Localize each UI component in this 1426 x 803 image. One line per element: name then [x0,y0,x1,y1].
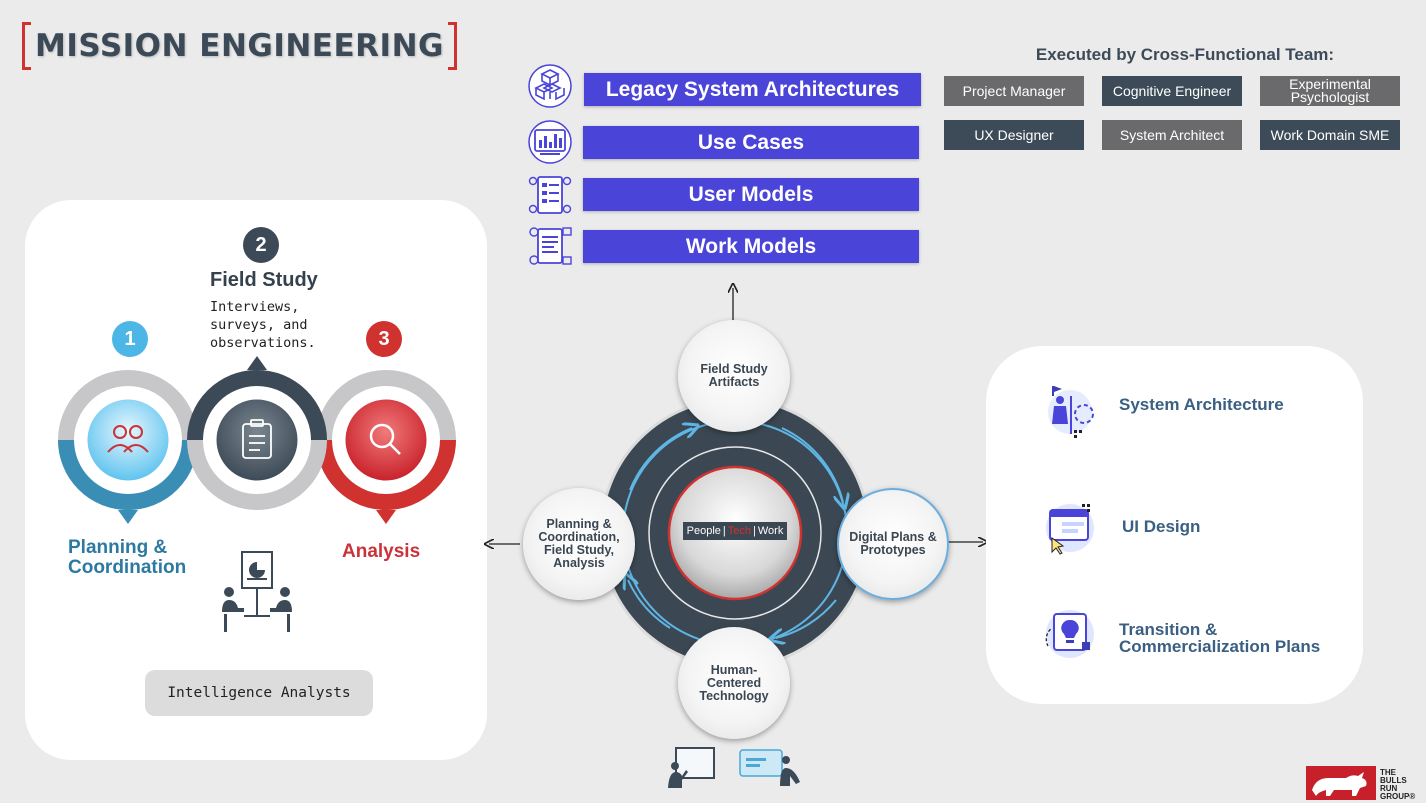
stacked-cubes-icon [528,64,572,108]
role-project-manager: Project Manager [944,76,1084,106]
artifact-work-models: Work Models [583,230,919,263]
architecture-figure-icon [1048,386,1094,438]
step-2-description: Interviews, surveys, and observations. [210,299,316,351]
team-title: Executed by Cross-Functional Team: [1035,45,1335,64]
person-display-icon [739,749,800,786]
role-ux-designer: UX Designer [944,120,1084,150]
bull-logo-icon [1306,766,1376,800]
clipboard-icon [242,419,272,459]
artifact-legacy-system-architectures: Legacy System Architectures [584,73,921,106]
role-experimental-psychologist: Experimental Psychologist [1260,76,1400,106]
title-right-bracket [447,22,457,70]
cycle-node-field-study-artifacts: Field Study Artifacts [678,320,790,432]
title-block: MISSION ENGINEERING [22,22,457,70]
lightbulb-icon [1045,610,1094,658]
step-1-badge: 1 [112,321,148,357]
user-document-icon [528,176,572,214]
person-touchscreen-icon [668,747,715,788]
output-ui-design: UI Design [1122,517,1201,536]
artifact-use-cases: Use Cases [583,126,919,159]
center-separator: | [722,525,726,537]
title-left-bracket [22,22,31,70]
dashboard-monitor-icon [528,120,572,164]
step-2-label: Field Study [210,269,318,291]
output-transition-commercialization: Transition & Commercialization Plans [1119,620,1321,656]
role-cognitive-engineer: Cognitive Engineer [1102,76,1242,106]
role-system-architect: System Architect [1102,120,1242,150]
logo-text: THE BULLS RUN GROUP® [1380,768,1416,801]
center-people: People [686,525,721,537]
process-rings-diagram [58,356,456,524]
artifact-user-models: User Models [583,178,919,211]
people-icon [107,425,149,453]
step-3-badge: 3 [366,321,402,357]
people-tech-work-label: People| Tech| Work [683,522,787,540]
center-work: Work [757,525,784,537]
center-tech: Tech [727,525,752,537]
cycle-node-digital-plans: Digital Plans & Prototypes [837,488,949,600]
magnifier-icon [369,423,401,455]
intelligence-analysts-label: Intelligence Analysts [145,670,373,716]
role-work-domain-sme: Work Domain SME [1260,120,1400,150]
cycle-node-planning-field-study-analysis: Planning & Coordination, Field Study, An… [523,488,635,600]
step-2-badge: 2 [243,227,279,263]
step-3-label: Analysis [342,541,421,562]
page-title: MISSION ENGINEERING [35,28,444,64]
output-system-architecture: System Architecture [1119,395,1284,414]
workflow-document-icon [529,227,572,265]
step-1-label: Planning & Coordination [68,537,187,578]
center-separator: | [753,525,756,537]
meeting-presentation-icon [222,551,292,632]
ui-screen-icon [1046,504,1094,555]
cycle-node-human-centered-technology: Human-Centered Technology [678,627,790,739]
